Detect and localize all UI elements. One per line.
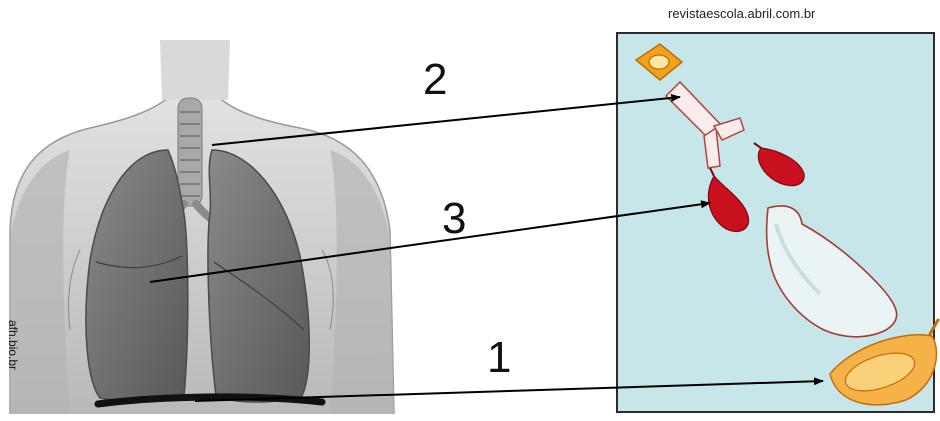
credit-model-source: revistaescola.abril.com.br <box>668 6 815 21</box>
anatomy-illustration <box>0 40 400 421</box>
label-number-2: 2 <box>423 58 447 102</box>
neck <box>160 40 230 100</box>
right-arm <box>330 150 394 415</box>
credit-anatomy-source: afh.bio.br <box>4 320 20 396</box>
label-number-3: 3 <box>442 197 466 241</box>
bottle-lung-model <box>617 33 938 412</box>
arrow-2-trachea-to-tube <box>212 97 680 145</box>
label-number-1: 1 <box>487 336 511 380</box>
